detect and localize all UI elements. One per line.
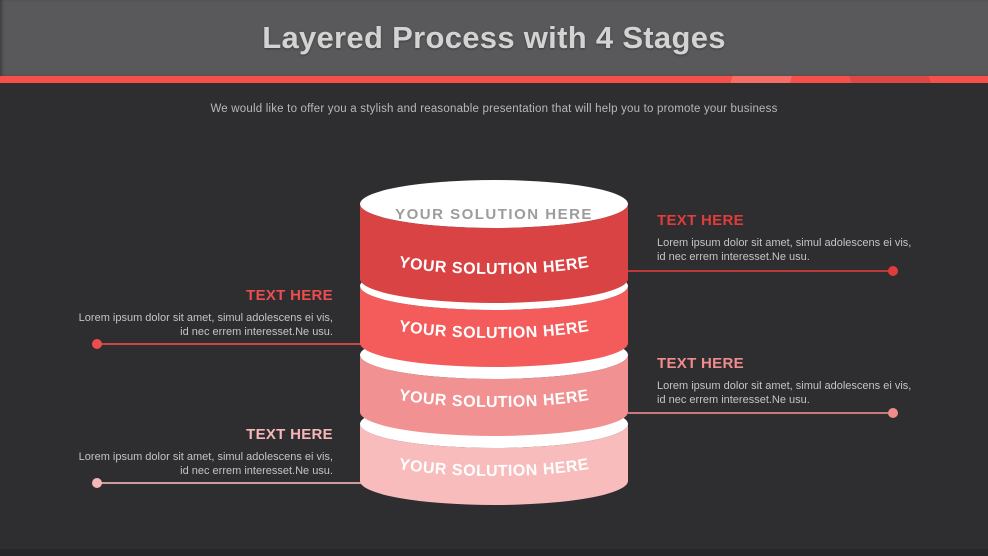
slide-title: Layered Process with 4 Stages (262, 20, 726, 55)
cylinder-top-label: YOUR SOLUTION HERE (395, 206, 593, 223)
callout-stage-3: TEXT HERE Lorem ipsum dolor sit amet, si… (657, 355, 917, 407)
connector-dot (888, 408, 898, 418)
connector-dot (92, 339, 102, 349)
callout-title: TEXT HERE (657, 355, 744, 372)
callout-stage-2: TEXT HERE Lorem ipsum dolor sit amet, si… (73, 287, 333, 339)
header-bar: Layered Process with 4 Stages (0, 0, 988, 76)
layer-2-label: YOUR SOLUTION HERE (398, 318, 590, 342)
callout-body-line: id nec errem interesset.Ne usu. (657, 393, 810, 406)
callout-stage-1: TEXT HERE Lorem ipsum dolor sit amet, si… (657, 212, 917, 264)
callout-body-line: Lorem ipsum dolor sit amet, simul adoles… (78, 312, 333, 324)
callout-body-line: id nec errem interesset.Ne usu. (657, 250, 810, 263)
connector-line (628, 270, 893, 272)
layer-1-label: YOUR SOLUTION HERE (398, 254, 590, 278)
callout-title: TEXT HERE (657, 212, 744, 229)
layer-2-side (360, 286, 628, 367)
callout-title: TEXT HERE (246, 287, 333, 304)
layer-3-side (360, 355, 628, 436)
callout-stage-4: TEXT HERE Lorem ipsum dolor sit amet, si… (73, 426, 333, 478)
callout-body-line: id nec errem interesset.Ne usu. (180, 464, 333, 477)
connector-line (628, 412, 893, 414)
connector-line (97, 482, 362, 484)
layer-4-side (360, 424, 628, 505)
callout-body-line: Lorem ipsum dolor sit amet, simul adoles… (657, 237, 912, 249)
callout-title: TEXT HERE (246, 426, 333, 443)
cylinder-graphic: YOUR SOLUTION HERE YOUR SOLUTION HERE YO… (360, 180, 628, 505)
layer-4-label: YOUR SOLUTION HERE (398, 456, 590, 480)
slide-subtitle: We would like to offer you a stylish and… (210, 103, 778, 115)
callout-body-line: id nec errem interesset.Ne usu. (180, 325, 333, 338)
connector-dot (92, 478, 102, 488)
accent-stripe (0, 76, 988, 83)
cylinder-top-ellipse (360, 180, 628, 228)
callout-body-line: Lorem ipsum dolor sit amet, simul adoles… (78, 451, 333, 463)
layer-1-side (360, 204, 628, 303)
slide-bottom-edge (0, 549, 988, 556)
connector-dot (888, 266, 898, 276)
connector-line (97, 343, 362, 345)
callout-body-line: Lorem ipsum dolor sit amet, simul adoles… (657, 380, 912, 392)
layer-3-label: YOUR SOLUTION HERE (398, 387, 590, 411)
